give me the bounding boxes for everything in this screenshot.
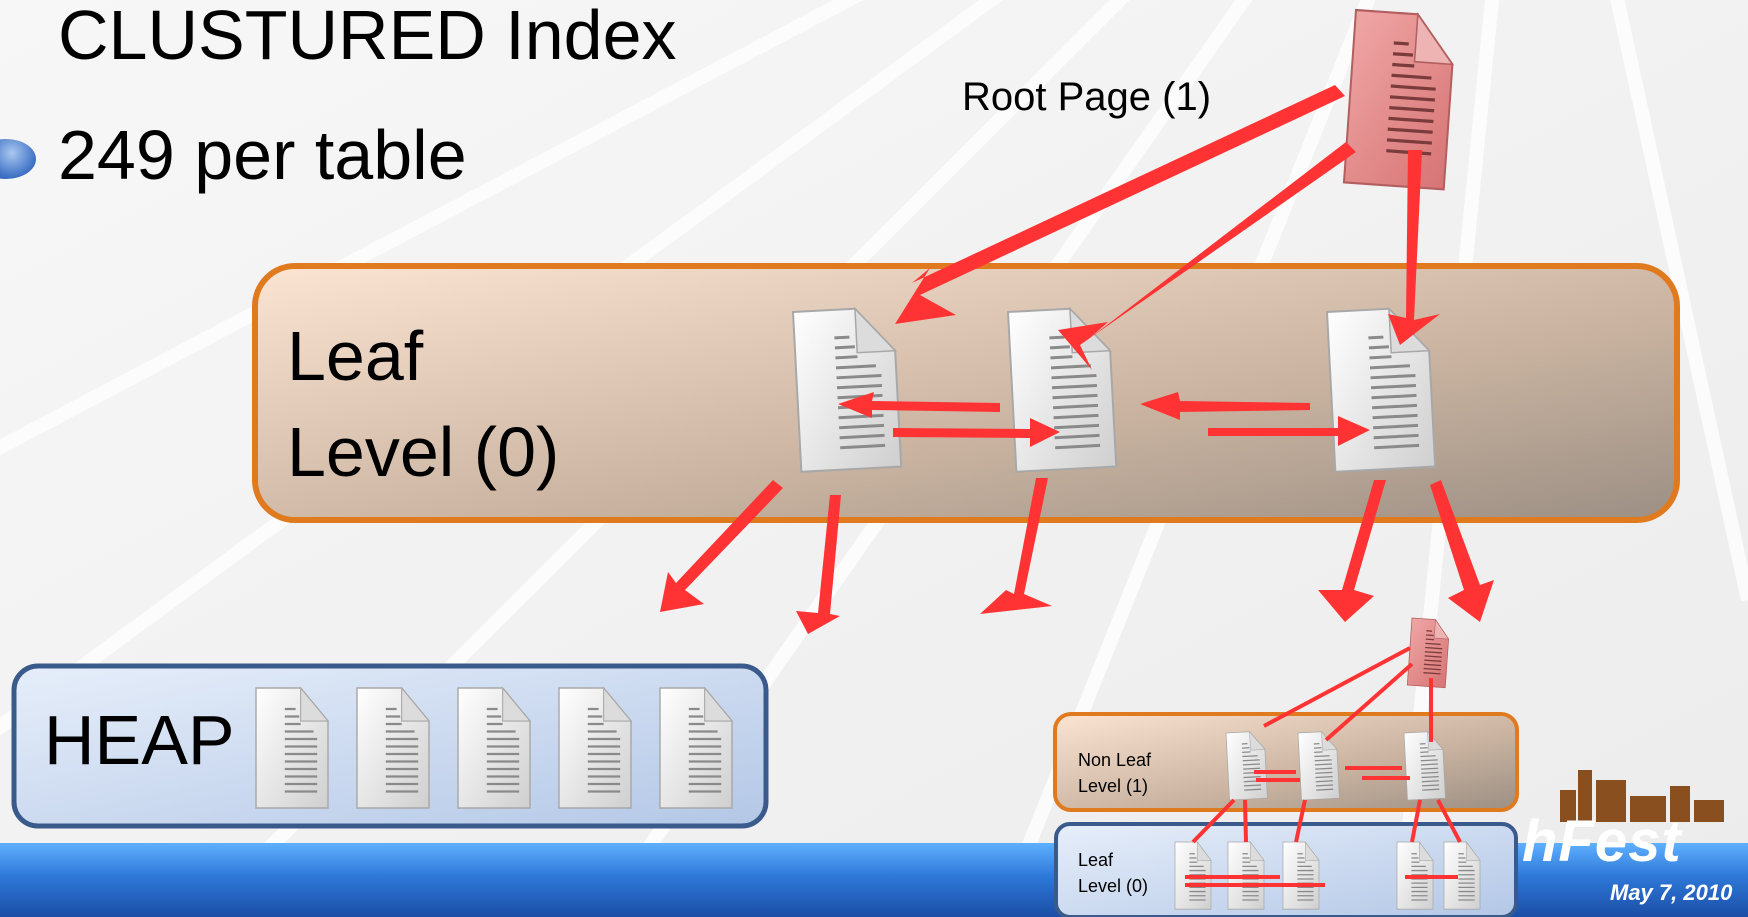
sibling-arrows [838,392,1370,447]
brand-date: May 7, 2010 [1610,880,1733,905]
brand-logo: hFest May 7, 2010 [1500,809,1740,917]
leaf-level-label: Leaf Level (0) [287,308,559,500]
down-arrows [660,478,1494,634]
mini-nonleaf-label-line1: Non Leaf [1078,750,1152,770]
brand-name: hFest [1522,809,1682,874]
mini-leaf-label-line2: Level (0) [1078,876,1149,896]
mini-nonleaf-label-line2: Level (1) [1078,776,1149,796]
heap-label: HEAP [44,701,235,779]
slide-title-line: CLUSTURED Index [58,0,677,74]
root-page-label: Root Page (1) [962,75,1212,119]
bullet-text: 249 per table [58,116,467,194]
mini-leaf-label-line1: Leaf [1078,850,1114,870]
mini-nonleaf-label: Non Leaf Level (1) [1078,747,1151,799]
mini-leaf-label: Leaf Level (0) [1078,847,1148,899]
brand-skyline-icon [1560,770,1724,822]
mini-arrows [1185,646,1462,887]
pointer-arrows [895,85,1440,370]
leaf-level-label-line1: Leaf [287,317,424,395]
leaf-level-label-line2: Level (0) [287,413,560,491]
